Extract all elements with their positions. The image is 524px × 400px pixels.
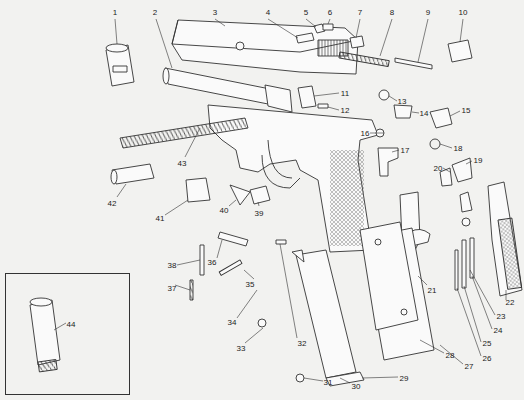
callout-number: 30: [351, 382, 362, 391]
callout-number: 23: [496, 312, 507, 321]
callout-number: 36: [207, 258, 218, 267]
callout-number: 6: [327, 8, 333, 17]
callout-number: 19: [473, 156, 484, 165]
callout-number: 34: [227, 318, 238, 327]
callout-number: 1: [112, 8, 118, 17]
callout-number: 10: [458, 8, 469, 17]
callout-number: 40: [219, 206, 230, 215]
callout-number: 18: [453, 144, 464, 153]
callout-number: 15: [461, 106, 472, 115]
callout-number: 35: [245, 280, 256, 289]
callout-number: 20: [433, 164, 444, 173]
callout-number: 41: [155, 214, 166, 223]
callout-number: 3: [212, 8, 218, 17]
callout-number: 21: [427, 286, 438, 295]
callout-number: 32: [297, 339, 308, 348]
callout-number: 29: [399, 374, 410, 383]
callout-number: 38: [167, 261, 178, 270]
callout-number: 37: [167, 284, 178, 293]
callout-number: 9: [425, 8, 431, 17]
callout-number: 16: [360, 129, 371, 138]
inset-box: 44: [5, 273, 130, 395]
callout-number: 22: [505, 298, 516, 307]
callout-number: 13: [397, 97, 408, 106]
callout-number: 4: [265, 8, 271, 17]
callout-number: 5: [303, 8, 309, 17]
callout-number: 43: [177, 159, 188, 168]
callout-number: 11: [340, 89, 350, 98]
callout-number: 8: [389, 8, 395, 17]
callout-number: 25: [482, 339, 493, 348]
callout-number: 24: [493, 326, 504, 335]
callout-number: 39: [254, 209, 265, 218]
callout-number: 44: [66, 320, 77, 329]
callout-number: 17: [400, 146, 411, 155]
callout-number: 7: [357, 8, 363, 17]
callout-number: 28: [445, 351, 456, 360]
callout-number: 14: [419, 109, 430, 118]
callout-number: 12: [340, 106, 351, 115]
callout-number: 31: [323, 378, 334, 387]
callout-number: 33: [236, 344, 247, 353]
callout-number: 27: [464, 362, 475, 371]
callout-number: 26: [482, 354, 493, 363]
callout-number: 2: [152, 8, 158, 17]
callout-number: 42: [107, 199, 118, 208]
